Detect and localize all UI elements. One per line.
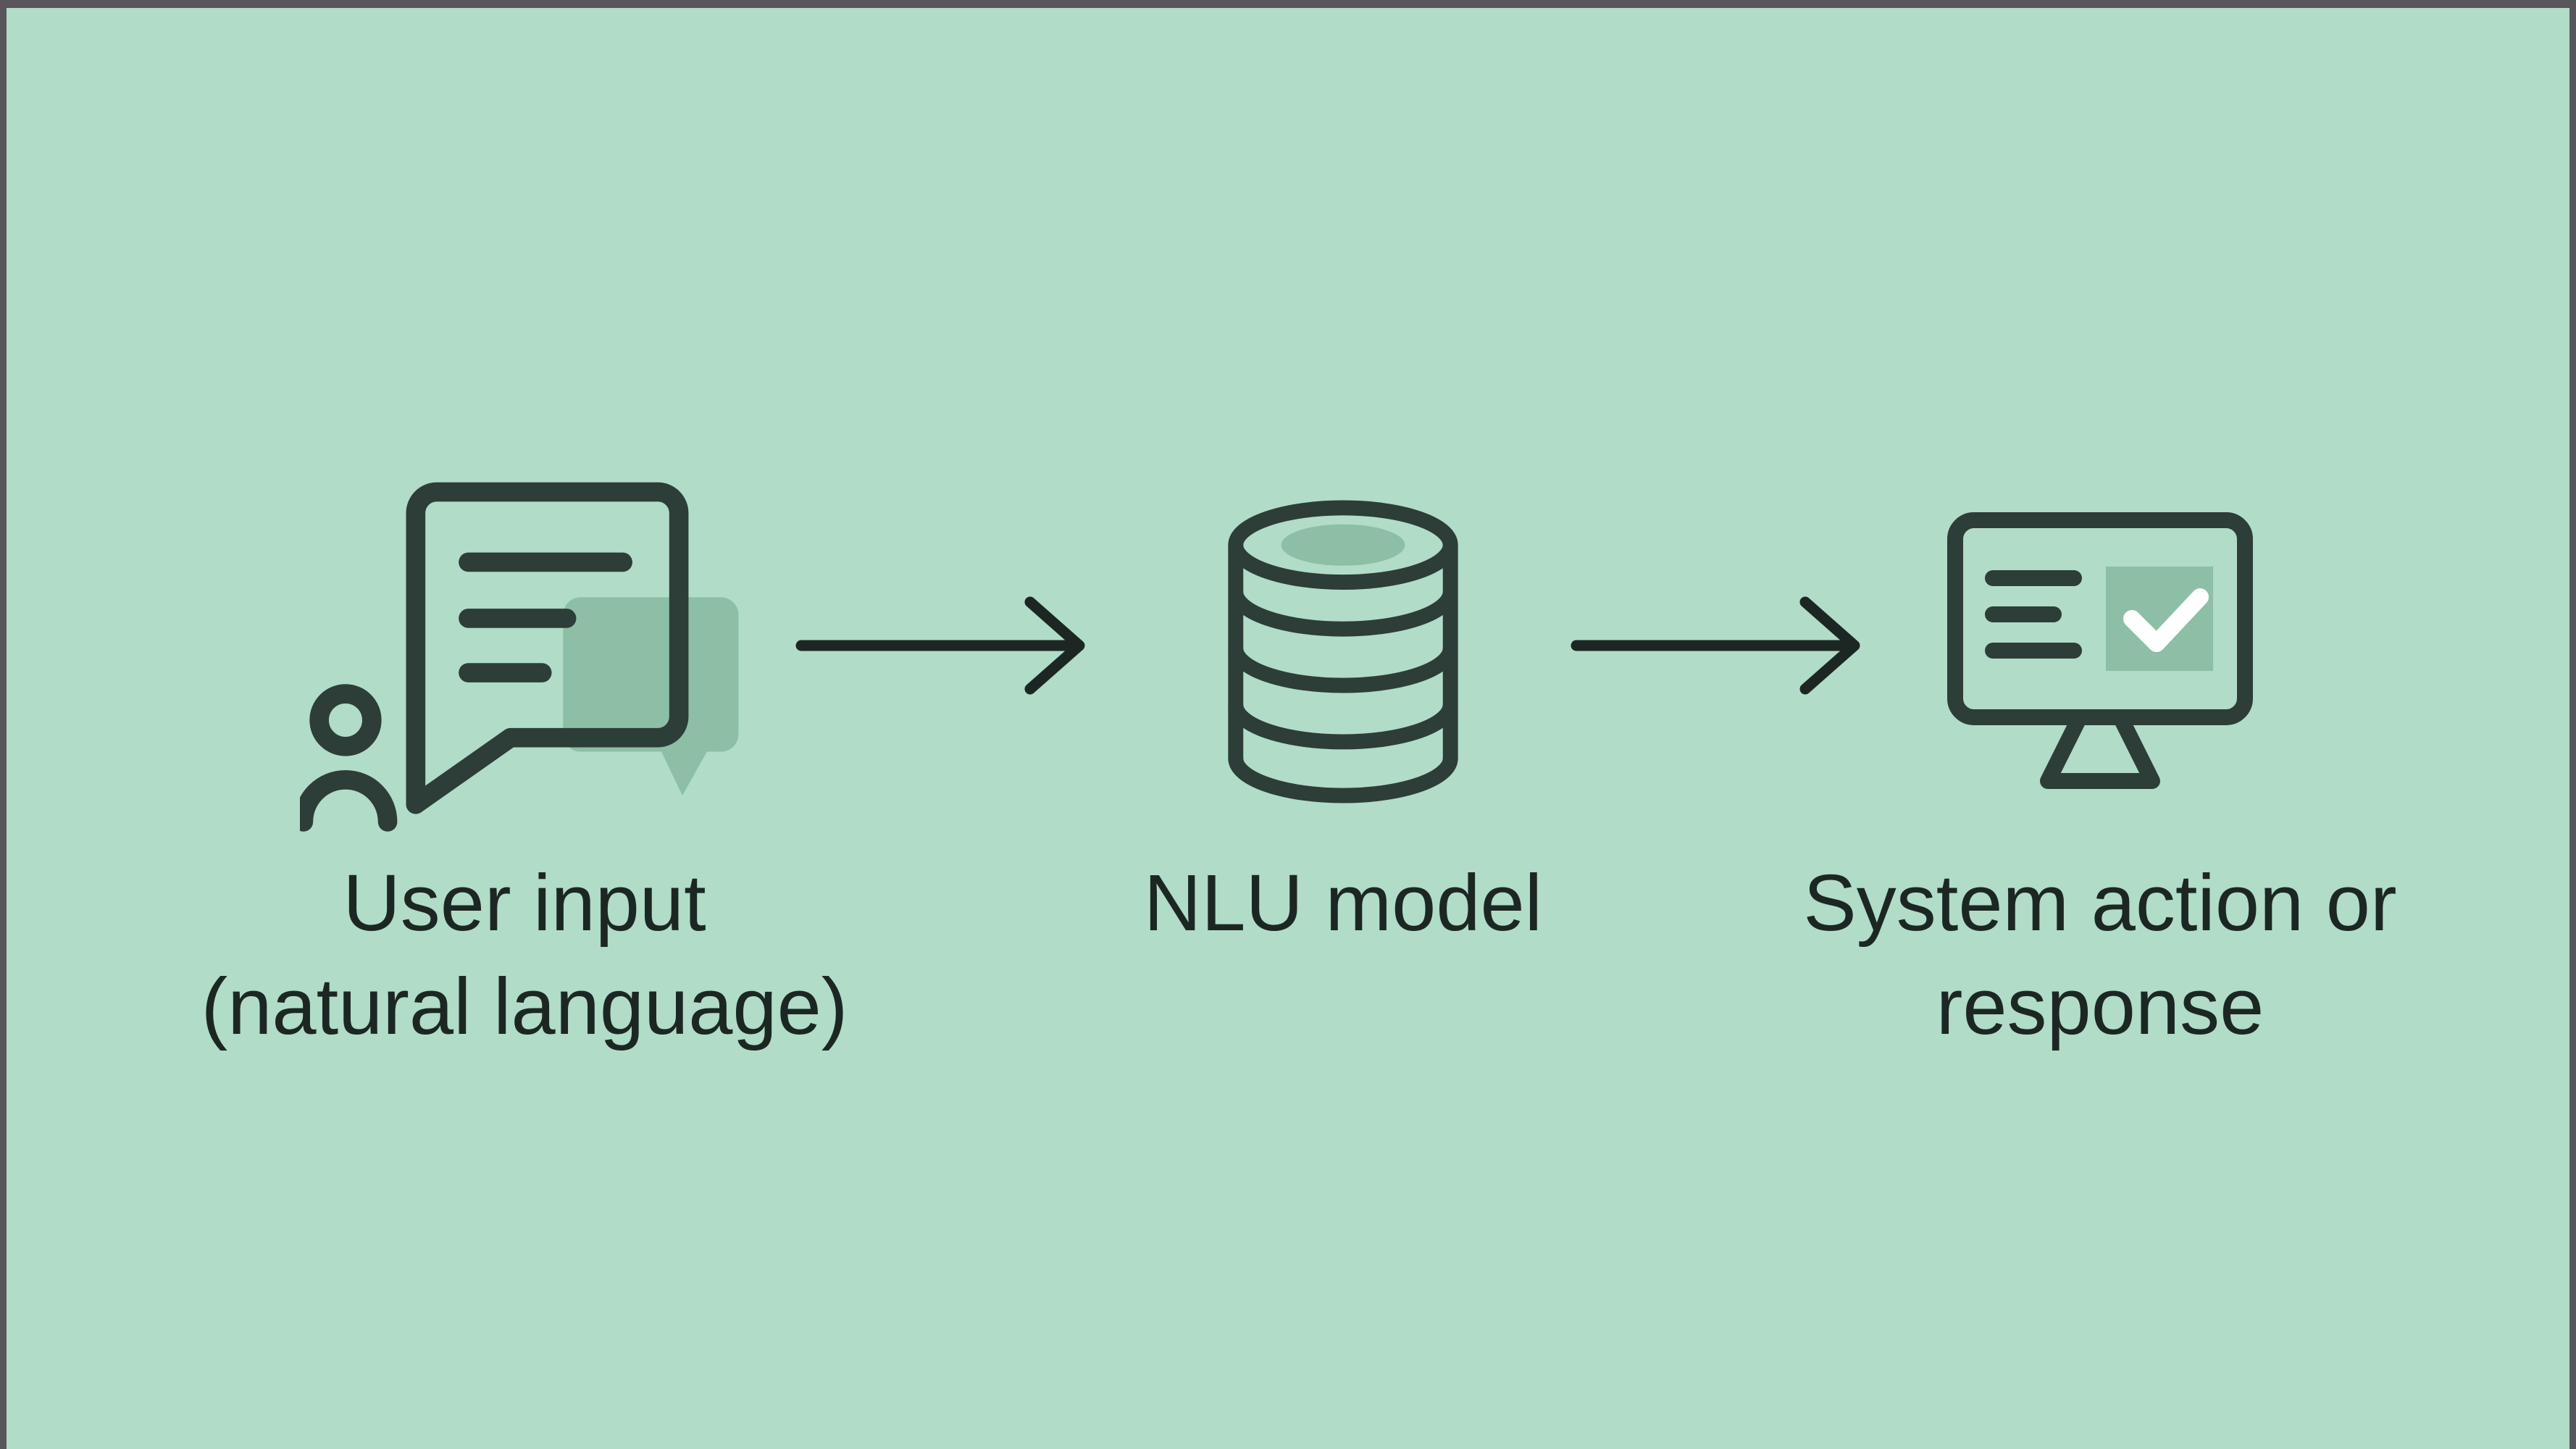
database-divider-3	[1228, 696, 1458, 749]
database-outline-group	[1228, 500, 1458, 803]
node-label-system-action: System action or response	[1803, 851, 2396, 1058]
user-chat-icon	[300, 482, 739, 832]
monitor-body	[1947, 512, 2253, 725]
arrow-shape	[1571, 596, 1860, 695]
arrow-shape	[795, 596, 1085, 695]
label-line: (natural language)	[201, 962, 848, 1051]
node-nlu-model: NLU model	[945, 463, 1741, 955]
database-top-fill	[1281, 524, 1405, 566]
arrow-right-icon	[795, 596, 1085, 695]
monitor-outline-group	[1947, 512, 2253, 789]
monitor-check-icon	[1947, 512, 2253, 789]
person-head	[309, 683, 382, 756]
user-input-icon-box	[300, 463, 749, 840]
label-line: User input	[343, 859, 706, 948]
speech-bubble-outline	[406, 482, 689, 814]
node-system-action: System action or response	[1702, 463, 2498, 1058]
label-line: System action or	[1803, 859, 2397, 948]
database-bottom	[1228, 750, 1458, 803]
speech-bubble-outline-group	[300, 482, 689, 832]
arrow-head	[1799, 596, 1860, 695]
database-divider-2	[1228, 640, 1458, 693]
database-icon	[1228, 500, 1458, 803]
node-label-nlu-model: NLU model	[1144, 851, 1542, 955]
check-square-fill	[2106, 567, 2213, 671]
system-action-icon-box	[1926, 463, 2274, 840]
checkmark-icon	[2123, 588, 2209, 652]
node-label-user-input: User input (natural language)	[201, 851, 848, 1058]
node-user-input: User input (natural language)	[126, 463, 923, 1058]
arrow-head	[1024, 596, 1085, 695]
nlu-model-icon-box	[1205, 463, 1481, 840]
database-divider-1	[1228, 583, 1458, 637]
speech-bubble-filled	[563, 596, 739, 796]
arrow-right-icon	[1571, 596, 1860, 695]
monitor-stand	[2040, 709, 2160, 789]
person-shoulders	[300, 769, 398, 832]
label-line: NLU model	[1143, 859, 1543, 948]
label-line: response	[1936, 962, 2265, 1051]
